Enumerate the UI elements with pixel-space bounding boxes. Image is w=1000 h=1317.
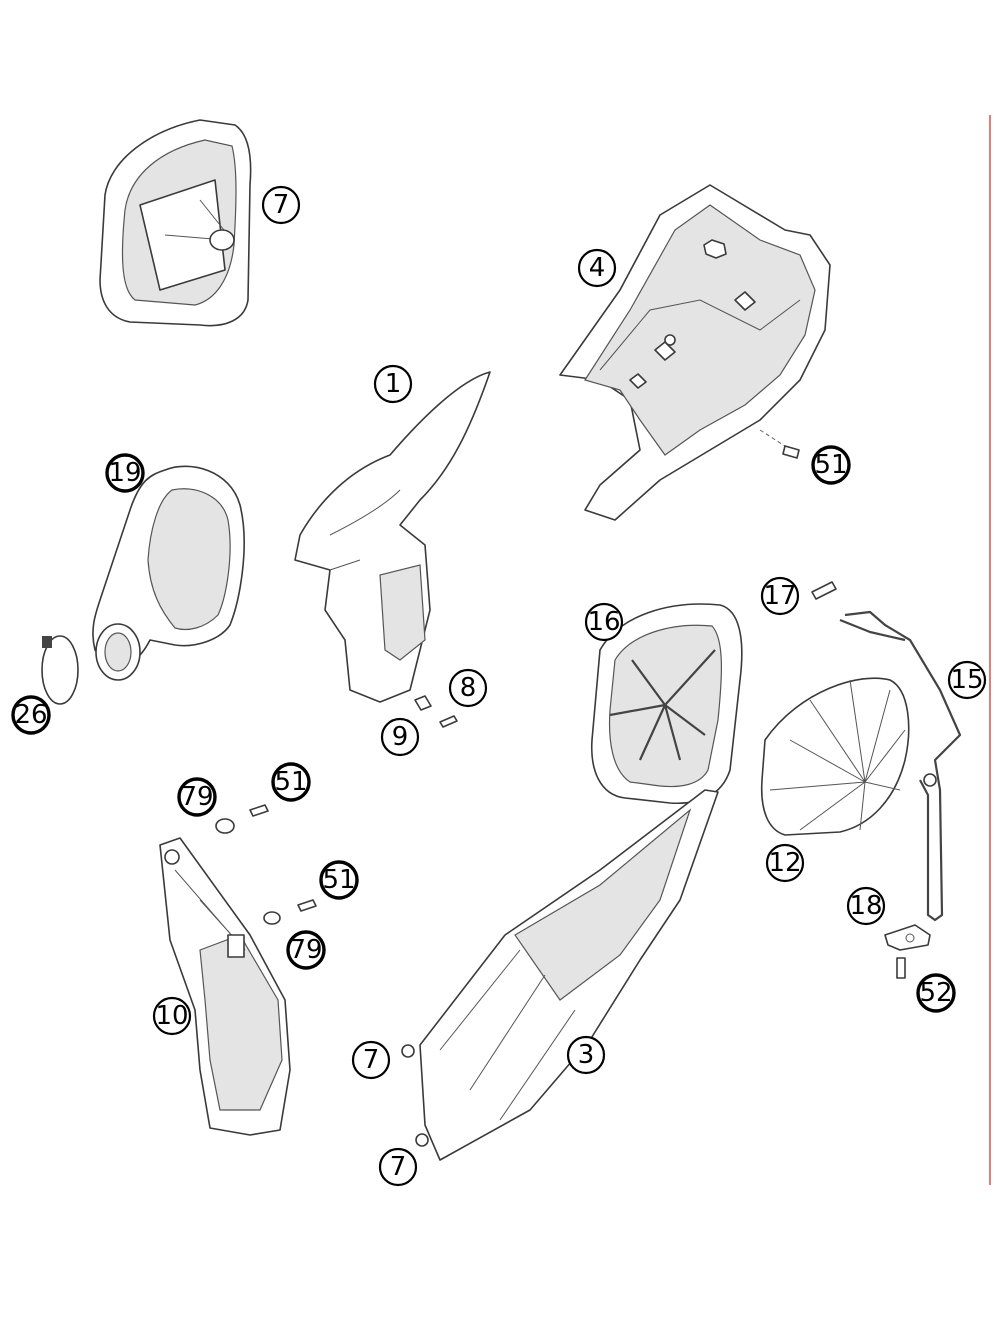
callout-52: 52: [916, 973, 956, 1013]
svg-text:3: 3: [578, 1040, 595, 1070]
bolt-7-upper: [401, 1044, 415, 1058]
callout-79-upper: 79: [177, 777, 217, 817]
callout-7-lower: 7: [378, 1147, 418, 1187]
svg-text:16: 16: [587, 607, 620, 637]
svg-text:51: 51: [814, 450, 847, 480]
svg-text:7: 7: [390, 1152, 407, 1182]
callout-18: 17: [760, 576, 800, 616]
callout-51-lower: 51: [319, 860, 359, 900]
callout-26: 19: [105, 453, 145, 493]
washer-79-lower: [263, 911, 281, 925]
callout-1: 1: [373, 364, 413, 404]
svg-text:15: 15: [950, 665, 983, 695]
svg-text:52: 52: [919, 978, 952, 1008]
callout-4: 4: [577, 248, 617, 288]
callout-51-top: 51: [811, 445, 851, 485]
callout-9: 9: [380, 717, 420, 757]
svg-text:19: 19: [108, 458, 141, 488]
svg-text:8: 8: [460, 673, 477, 703]
part-17-retaining-bracket: [839, 610, 962, 922]
part-27-hose-clamp: [41, 635, 79, 705]
svg-text:51: 51: [274, 767, 307, 797]
svg-text:1: 1: [385, 369, 402, 399]
svg-text:9: 9: [392, 722, 409, 752]
svg-text:12: 12: [768, 848, 801, 878]
svg-text:7: 7: [273, 190, 290, 220]
washer-79-upper: [215, 818, 235, 834]
callout-15: 12: [765, 843, 805, 883]
screw-52: [896, 957, 906, 979]
screw-51-upper: [759, 429, 800, 459]
part-1-air-duct: [294, 371, 491, 703]
callout-17: 15: [947, 660, 987, 700]
svg-text:79: 79: [289, 935, 322, 965]
callout-10: 10: [152, 996, 192, 1036]
screw-51-middle: [249, 804, 269, 817]
screw-51-lower: [297, 899, 317, 912]
svg-text:4: 4: [589, 253, 606, 283]
callout-8: 8: [448, 668, 488, 708]
part-3-side-cover: [419, 789, 719, 1161]
svg-text:7: 7: [363, 1045, 380, 1075]
bolt-7-lower: [415, 1133, 429, 1147]
svg-text:26: 26: [14, 700, 47, 730]
callout-16: 16: [584, 602, 624, 642]
callout-79-lower: 79: [286, 930, 326, 970]
part-19-clip: [884, 924, 931, 951]
part-4-airbox-lower: [559, 184, 831, 521]
part-10-intake-snorkel: [159, 837, 291, 1136]
svg-text:10: 10: [155, 1001, 188, 1031]
callout-51-middle: 51: [271, 762, 311, 802]
callout-3: 3: [566, 1035, 606, 1075]
callout-12: 7: [261, 185, 301, 225]
part-18-pin: [811, 581, 837, 600]
part-26-filter-boot: [92, 465, 245, 681]
svg-text:18: 18: [849, 891, 882, 921]
part-9-clip: [414, 695, 432, 711]
part-16-filter-cage: [590, 603, 743, 805]
svg-text:51: 51: [322, 865, 355, 895]
part-8-pin: [439, 715, 458, 728]
svg-text:79: 79: [180, 782, 213, 812]
callout-7-upper: 7: [351, 1040, 391, 1080]
svg-text:17: 17: [763, 581, 796, 611]
callout-27: 26: [11, 695, 51, 735]
part-15-air-filter: [760, 677, 910, 836]
callout-19: 18: [846, 886, 886, 926]
part-12-airbox-cover: [99, 119, 252, 327]
